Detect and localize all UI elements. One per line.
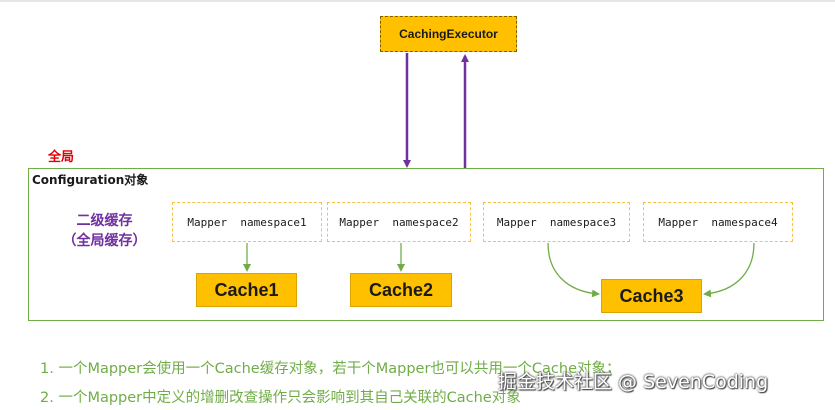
mapper-namespace3: Mapper namespace3 [483, 202, 630, 242]
note-1: 1. 一个Mapper会使用一个Cache缓存对象，若干个Mapper也可以共用… [40, 361, 621, 377]
caching-executor-label: CachingExecutor [399, 27, 498, 41]
cache3-box: Cache3 [601, 279, 702, 313]
mapper-namespace2: Mapper namespace2 [327, 202, 471, 242]
second-level-cache-line2: （全局缓存） [62, 233, 147, 249]
mapper3-to-cache3-arrow [547, 242, 600, 298]
caching-executor-box: CachingExecutor [380, 16, 517, 52]
mapper-namespace1: Mapper namespace1 [172, 202, 322, 242]
cache1-box: Cache1 [196, 273, 297, 307]
watermark: 掘金技术社区 @ SevenCoding [498, 371, 769, 393]
cache2-box: Cache2 [350, 273, 452, 307]
configuration-title: Configuration对象 [32, 173, 149, 187]
second-level-cache-label: 二级缓存 （全局缓存） [52, 211, 157, 251]
top-divider [0, 0, 835, 2]
mapper-namespace4: Mapper namespace4 [643, 202, 793, 242]
second-level-cache-line1: 二级缓存 [76, 213, 133, 229]
note-2: 2. 一个Mapper中定义的增删改查操作只会影响到其自己关联的Cache对象 [40, 390, 521, 406]
global-label: 全局 [48, 150, 75, 165]
mapper4-to-cache3-arrow [703, 242, 755, 298]
